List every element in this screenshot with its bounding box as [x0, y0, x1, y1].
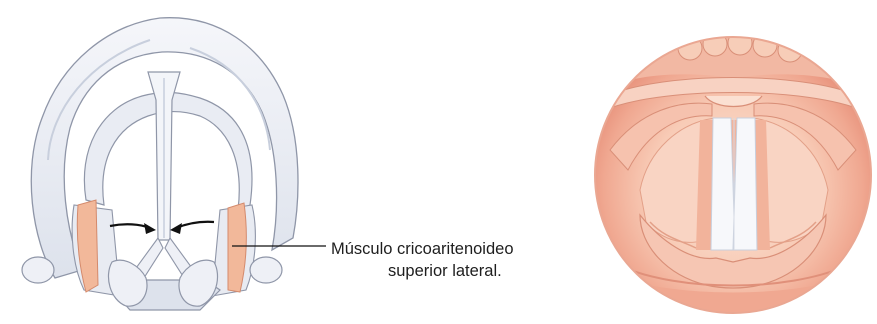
annotation-line-2: superior lateral. — [388, 262, 502, 281]
left-knob — [22, 257, 54, 283]
vocal-fold-right-view — [733, 118, 757, 250]
vocal-fold-left-view — [711, 118, 735, 250]
arrow-left-pointing — [170, 222, 214, 234]
annotation-line-1: Músculo cricoaritenoideo — [331, 240, 514, 259]
laryngoscopic-view — [590, 31, 877, 320]
cartilage-diagram — [22, 18, 326, 310]
right-knob — [250, 257, 282, 283]
arrow-right-pointing — [110, 223, 156, 234]
